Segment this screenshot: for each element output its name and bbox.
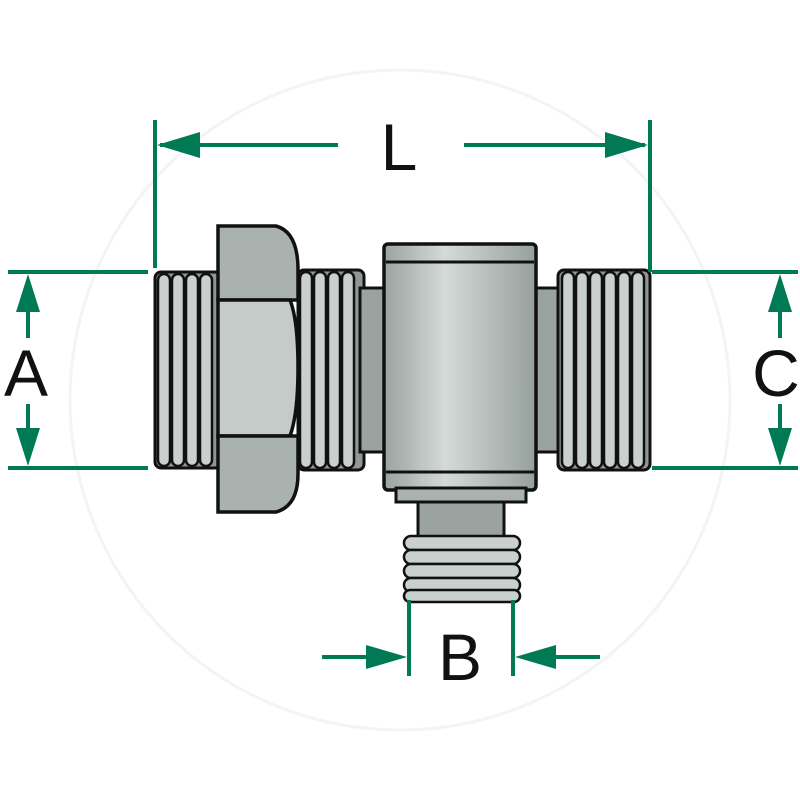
- dimension-a: [8, 270, 148, 470]
- bottom-thread: [402, 534, 522, 604]
- tee-body: [382, 242, 538, 492]
- label-b: B: [438, 620, 482, 694]
- dimension-c: [652, 270, 798, 470]
- bottom-branch: [394, 486, 528, 604]
- label-l: L: [381, 110, 418, 184]
- dimension-b: [322, 600, 600, 676]
- label-c: C: [752, 336, 800, 410]
- left-thread-inner: [296, 268, 366, 472]
- right-thread: [556, 268, 652, 472]
- hex-nut: [216, 224, 300, 514]
- dimension-l: [153, 120, 652, 272]
- watermark-ring: [68, 68, 732, 732]
- label-a: A: [4, 336, 48, 410]
- left-thread-outer: [153, 270, 223, 470]
